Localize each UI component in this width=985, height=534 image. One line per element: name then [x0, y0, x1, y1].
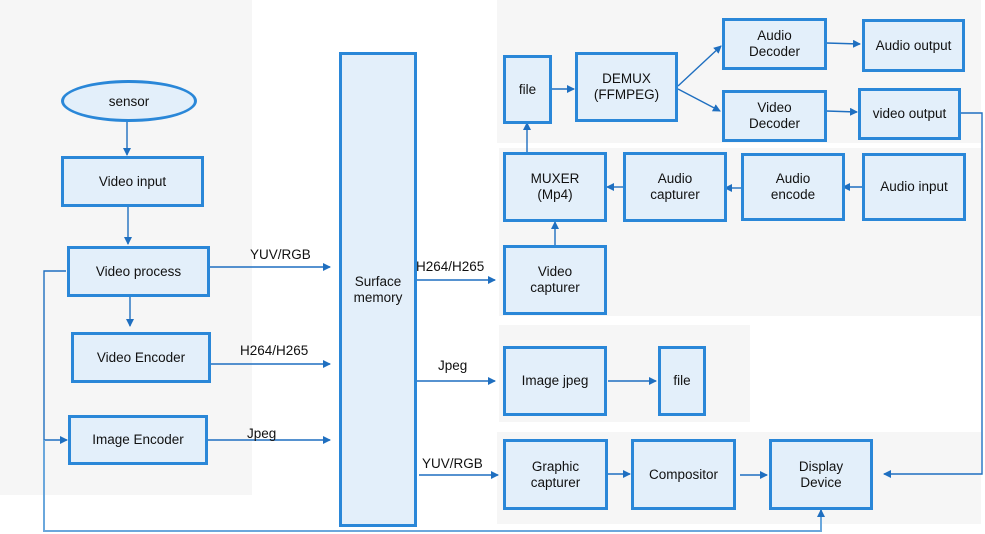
surface-memory-node: Surface memory	[339, 52, 417, 527]
wire-process-to-display	[43, 440, 825, 532]
demux-label: DEMUX (FFMPEG)	[593, 71, 660, 102]
snapshot-file-label: file	[673, 373, 691, 388]
audio-capturer-label: Audio capturer	[650, 171, 700, 202]
video-capturer-label: Video capturer	[530, 264, 580, 295]
wire-demux-to-video-decoder	[677, 88, 721, 112]
video-capturer-node: Video capturer	[503, 245, 607, 315]
playback-file-node: file	[503, 55, 552, 124]
wire-video-output-to-display	[883, 112, 983, 478]
label-h264-in: H264/H265	[240, 343, 309, 358]
muxer-label: MUXER (Mp4)	[530, 171, 580, 202]
display-device-node: Display Device	[769, 439, 873, 510]
video-decoder-label: Video Decoder	[748, 100, 801, 131]
video-input-label: Video input	[98, 173, 167, 189]
image-jpeg-label: Image jpeg	[521, 373, 589, 388]
wire-process-to-image-encoder	[43, 270, 68, 444]
audio-decoder-label: Audio Decoder	[748, 28, 801, 59]
muxer-node: MUXER (Mp4)	[503, 152, 607, 222]
label-jpeg-in: Jpeg	[247, 426, 277, 441]
audio-output-label: Audio output	[875, 37, 952, 53]
audio-decoder-node: Audio Decoder	[722, 18, 827, 70]
compositor-node: Compositor	[631, 439, 736, 510]
display-device-label: Display Device	[798, 458, 844, 490]
audio-input-label: Audio input	[880, 179, 948, 194]
video-input-node: Video input	[61, 156, 204, 207]
graphic-capturer-node: Graphic capturer	[503, 439, 608, 510]
surface-memory-label: Surface memory	[353, 273, 403, 305]
video-process-label: Video process	[95, 263, 182, 279]
wire-demux-to-audio-decoder	[677, 45, 722, 87]
graphic-capturer-label: Graphic capturer	[530, 458, 581, 490]
image-encoder-label: Image Encoder	[92, 432, 184, 447]
audio-output-node: Audio output	[862, 19, 965, 72]
wire-video-decoder-to-output	[825, 107, 858, 116]
sensor-label: sensor	[108, 93, 150, 109]
video-decoder-node: Video Decoder	[722, 90, 827, 142]
audio-input-node: Audio input	[862, 153, 966, 221]
label-h264-out: H264/H265	[416, 259, 485, 274]
label-yuv-rgb-out: YUV/RGB	[422, 456, 483, 471]
sensor-node: sensor	[61, 80, 197, 122]
image-encoder-node: Image Encoder	[68, 415, 208, 465]
video-output-node: video output	[858, 88, 961, 140]
audio-capturer-node: Audio capturer	[623, 152, 727, 222]
playback-file-label: file	[518, 81, 537, 97]
video-encoder-node: Video Encoder	[71, 332, 211, 383]
video-process-node: Video process	[67, 246, 210, 297]
video-encoder-label: Video Encoder	[96, 349, 186, 365]
label-jpeg-out: Jpeg	[438, 358, 468, 373]
demux-node: DEMUX (FFMPEG)	[575, 52, 678, 122]
wire-audio-decoder-to-output	[825, 39, 861, 48]
audio-encode-label: Audio encode	[770, 171, 816, 202]
audio-encode-node: Audio encode	[741, 153, 845, 221]
image-jpeg-node: Image jpeg	[503, 346, 607, 416]
video-output-label: video output	[872, 106, 947, 121]
snapshot-file-node: file	[658, 346, 706, 416]
compositor-label: Compositor	[648, 466, 719, 482]
label-yuv-rgb-in: YUV/RGB	[250, 247, 311, 262]
